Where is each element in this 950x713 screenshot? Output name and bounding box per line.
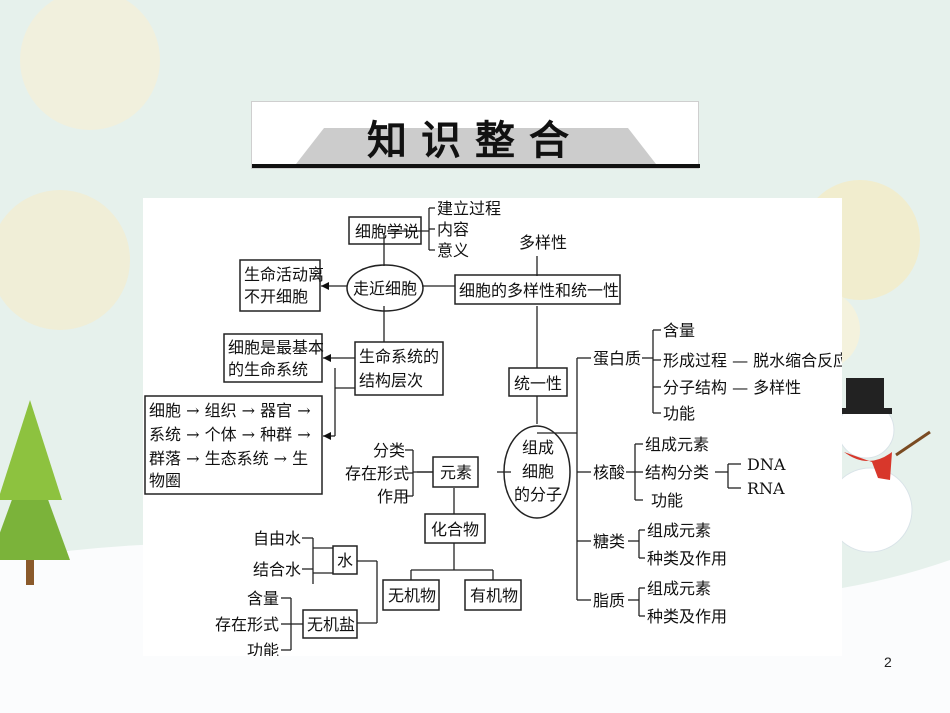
cell-theory-item: 意义 (437, 241, 469, 260)
snowman-icon (827, 378, 931, 553)
nucleic-type: DNA (747, 455, 786, 474)
salt-item: 含量 (247, 589, 279, 608)
lipid-item: 种类及作用 (647, 607, 727, 626)
water-item: 结合水 (253, 560, 301, 579)
hierarchy-line: 系统 → 个体 → 种群 → (149, 425, 311, 444)
protein-item: 分子结构 — 多样性 (663, 378, 801, 397)
node-compound: 化合物 (431, 520, 479, 539)
element-item: 作用 (377, 487, 409, 506)
nucleic-item: 功能 (651, 491, 683, 510)
protein-item: 功能 (663, 404, 695, 423)
node-organic: 有机物 (470, 586, 518, 605)
node-basic-system: 细胞是最基本 (228, 338, 324, 357)
concept-map: 细胞学说 建立过程 内容 意义 走近细胞 生命活动离 不开细胞 多样性 细胞的多… (144, 199, 842, 656)
hierarchy-line: 物圈 (149, 471, 181, 490)
cell-theory-item: 内容 (437, 220, 469, 239)
diversity-label: 多样性 (519, 233, 567, 252)
node-life-activity: 不开细胞 (244, 287, 308, 306)
salt-item: 功能 (247, 641, 279, 656)
sugar-item: 组成元素 (647, 521, 711, 540)
page-title: 知识整合 (367, 118, 583, 164)
nucleic-type: RNA (747, 479, 785, 498)
node-basic-system: 的生命系统 (228, 360, 308, 379)
hierarchy-line: 群落 → 生态系统 → 生 (149, 449, 308, 468)
node-molecules: 的分子 (514, 485, 562, 504)
tree-icon (0, 400, 70, 585)
node-life-system: 生命系统的 (359, 347, 439, 366)
nucleic-item: 组成元素 (645, 435, 709, 454)
node-cell-theory: 细胞学说 (355, 222, 419, 241)
element-item: 存在形式 (345, 464, 409, 483)
node-element: 元素 (440, 463, 472, 482)
protein-item: 含量 (663, 321, 695, 340)
nucleic-item: 结构分类 (645, 463, 709, 482)
node-lipid: 脂质 (593, 591, 625, 610)
page-number: 2 (884, 654, 892, 670)
lipid-item: 组成元素 (647, 579, 711, 598)
cell-theory-item: 建立过程 (437, 199, 501, 218)
node-sugar: 糖类 (593, 532, 625, 551)
node-diversity-unity: 细胞的多样性和统一性 (459, 281, 619, 300)
node-salt: 无机盐 (307, 615, 355, 634)
node-water: 水 (337, 551, 353, 570)
water-item: 自由水 (253, 529, 301, 548)
element-item: 分类 (373, 441, 405, 460)
node-nucleic-acid: 核酸 (593, 463, 625, 482)
node-molecules: 组成 (522, 438, 554, 457)
node-protein: 蛋白质 (593, 349, 641, 368)
node-life-activity: 生命活动离 (244, 265, 324, 284)
node-molecules: 细胞 (522, 462, 554, 481)
node-approach-cell: 走近细胞 (353, 279, 417, 298)
protein-item: 形成过程 — 脱水缩合反应 (663, 351, 842, 370)
node-unity: 统一性 (514, 374, 562, 393)
title-banner (251, 101, 700, 169)
node-inorganic: 无机物 (388, 586, 436, 605)
sugar-item: 种类及作用 (647, 549, 727, 568)
salt-item: 存在形式 (215, 615, 279, 634)
hierarchy-line: 细胞 → 组织 → 器官 → (149, 401, 311, 420)
node-life-system: 结构层次 (359, 371, 423, 390)
